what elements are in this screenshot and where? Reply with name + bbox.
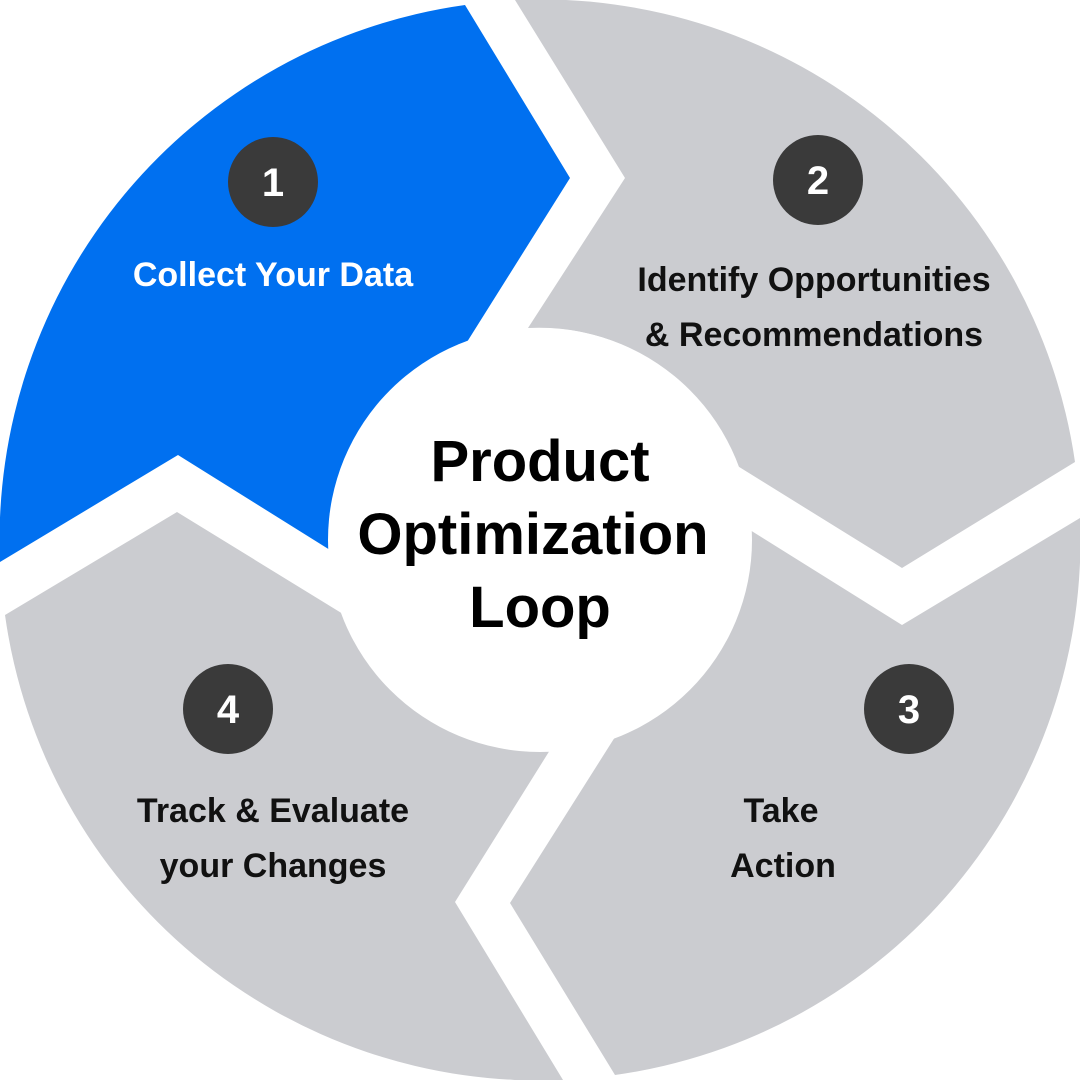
step-2-label-line-1: Identify Opportunities — [637, 261, 990, 299]
step-3-number: 3 — [898, 688, 920, 732]
segment-collect-data — [0, 5, 570, 562]
step-4-badge: 4 — [183, 664, 273, 754]
center-title-line-3: Loop — [469, 575, 611, 640]
segment-track-evaluate — [5, 512, 563, 1080]
segment-take-action — [510, 518, 1080, 1075]
step-4-label-line-2: your Changes — [160, 847, 387, 885]
step-3-badge: 3 — [864, 664, 954, 754]
step-2-badge: 2 — [773, 135, 863, 225]
step-1-badge: 1 — [228, 137, 318, 227]
segment-identify-opportunities — [515, 0, 1075, 568]
center-circle — [328, 328, 752, 752]
step-2-number: 2 — [807, 159, 829, 203]
step-3-label-line-2: Action — [730, 847, 836, 885]
step-4-number: 4 — [217, 688, 240, 732]
step-2-label-line-2: & Recommendations — [645, 316, 983, 354]
step-1-label: Collect Your Data — [133, 256, 414, 294]
center-title-line-2: Optimization — [357, 502, 708, 567]
step-4-label-line-1: Track & Evaluate — [137, 792, 409, 830]
step-3-label-line-1: Take — [744, 792, 819, 830]
center-title-line-1: Product — [430, 429, 649, 494]
step-1-number: 1 — [262, 161, 284, 205]
